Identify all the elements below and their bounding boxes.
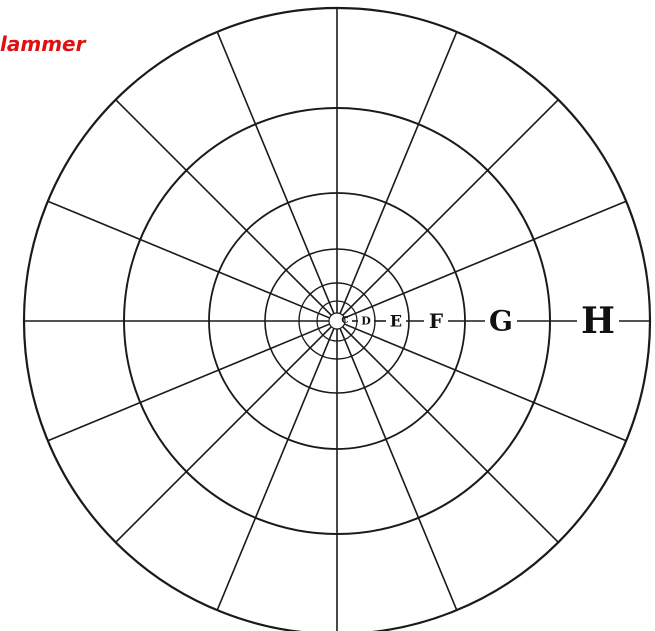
spoke-line-6 <box>115 99 332 316</box>
ring-label-c: C <box>341 316 348 326</box>
spoke-line-15 <box>344 323 627 442</box>
ring-label-d: D <box>361 315 371 328</box>
corner-text: lammer <box>0 32 86 56</box>
spoke-line-9 <box>47 323 330 442</box>
ring-label-f: F <box>429 309 443 333</box>
spoke-line-10 <box>115 326 332 543</box>
ring-label-e: E <box>390 312 402 331</box>
spoke-line-11 <box>216 328 335 611</box>
ring-label-h: H <box>581 300 615 342</box>
labelled-axis-group: C D E F G H <box>341 300 650 342</box>
spoke-line-13 <box>339 328 458 611</box>
spoke-line-5 <box>216 31 335 314</box>
spoke-line-7 <box>47 200 330 319</box>
spoke-line-3 <box>339 31 458 314</box>
spoke-line-14 <box>342 326 559 543</box>
spoke-line-1 <box>344 200 627 319</box>
spokes-group <box>24 8 627 631</box>
spoke-line-2 <box>342 99 559 316</box>
ring-label-g: G <box>489 305 513 338</box>
